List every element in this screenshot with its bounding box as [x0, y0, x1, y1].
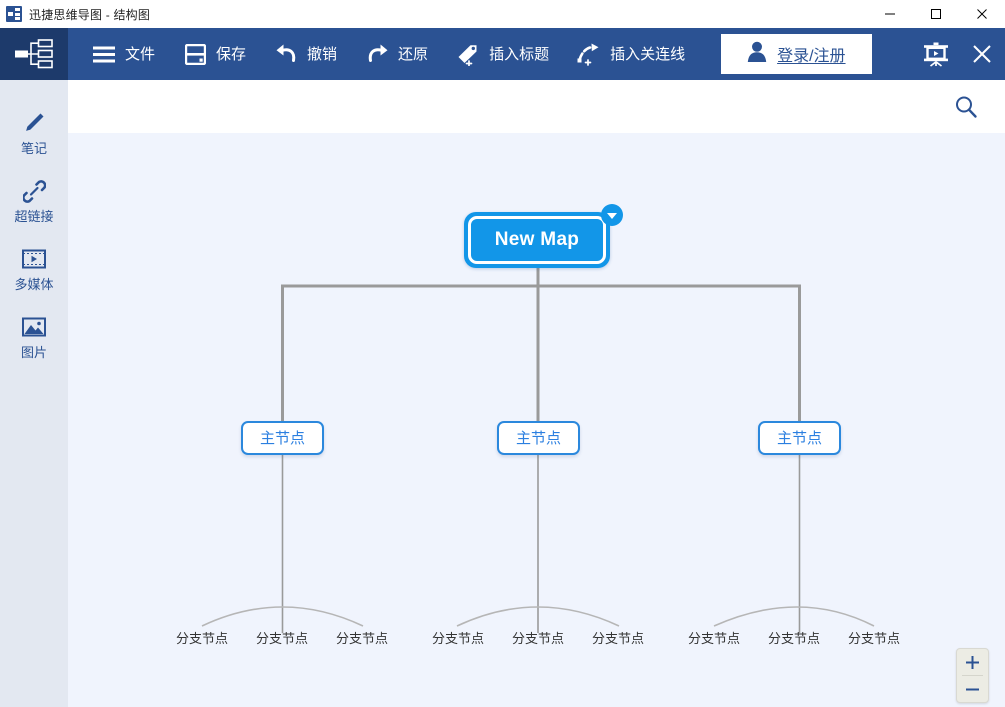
mindmap-branch-node[interactable]: 分支节点 [175, 631, 229, 646]
toolbar-right-actions [913, 28, 1005, 80]
zoom-out-button[interactable] [957, 676, 988, 702]
toolbar-item-file[interactable]: 文件 [78, 28, 169, 80]
plus-icon [966, 655, 979, 669]
sidebar-label-hyperlink: 超链接 [14, 209, 54, 224]
sidebar-label-note: 笔记 [20, 141, 47, 156]
toolbar-item-insert-relation[interactable]: 插入关连线 [563, 28, 699, 80]
search-button[interactable] [946, 87, 986, 127]
mindmap-main-node-3[interactable]: 主节点 [758, 421, 841, 455]
toolbar-label-redo: 还原 [398, 45, 429, 63]
zoom-divider [962, 675, 983, 676]
film-play-icon [21, 247, 47, 271]
left-sidebar: 笔记 超链接 多媒体 [0, 80, 68, 707]
picture-image-icon [21, 315, 47, 339]
toolbar-item-redo[interactable]: 还原 [351, 28, 442, 80]
toolbar-label-insert-title: 插入标题 [489, 45, 550, 63]
close-button[interactable] [959, 0, 1005, 28]
toolbar-label-file: 文件 [125, 45, 156, 63]
mindmap-logo-icon [15, 39, 53, 69]
undo-arrow-icon [274, 42, 298, 66]
redo-arrow-icon [365, 42, 389, 66]
window-controls [867, 0, 1005, 28]
close-icon [977, 9, 987, 19]
toolbar-label-insert-relation: 插入关连线 [610, 45, 686, 63]
zoom-control [956, 648, 989, 703]
mindmap-root-node[interactable]: New Map [464, 212, 610, 268]
presentation-button[interactable] [913, 28, 959, 80]
save-floppy-icon [183, 42, 207, 66]
maximize-button[interactable] [913, 0, 959, 28]
toolbar-item-insert-title[interactable]: 插入标题 [442, 28, 563, 80]
tag-plus-icon [456, 42, 480, 66]
collapse-caret-down-icon [607, 212, 617, 219]
sidebar-item-multimedia[interactable]: 多媒体 [0, 236, 68, 304]
maximize-icon [931, 9, 941, 19]
minus-icon [966, 688, 979, 690]
toolbar-label-save: 保存 [216, 45, 247, 63]
main-node-label: 主节点 [515, 429, 561, 447]
mindmap-branch-node[interactable]: 分支节点 [767, 631, 821, 646]
hamburger-menu-icon [92, 42, 116, 66]
mindmap-canvas[interactable]: New Map 主节点 主节点 主节点 分支节点 分支节点 分支节点 分支节点 … [68, 133, 1005, 707]
sidebar-label-multimedia: 多媒体 [14, 277, 54, 292]
root-node-label: New Map [494, 229, 580, 250]
relation-line-plus-icon [577, 42, 601, 66]
mindmap-branch-node[interactable]: 分支节点 [847, 631, 901, 646]
hyperlink-chain-icon [21, 179, 47, 203]
user-person-icon [747, 41, 767, 67]
mindmap-branch-node[interactable]: 分支节点 [687, 631, 741, 646]
login-register-button[interactable]: 登录/注册 [721, 34, 872, 74]
pencil-icon [21, 111, 47, 135]
login-register-label: 登录/注册 [777, 48, 846, 65]
toolbar-close-button[interactable] [959, 28, 1005, 80]
sidebar-item-note[interactable]: 笔记 [0, 100, 68, 168]
mindmap-main-node-1[interactable]: 主节点 [241, 421, 324, 455]
minimize-button[interactable] [867, 0, 913, 28]
mindmap-main-node-2[interactable]: 主节点 [497, 421, 580, 455]
toolbar-label-undo: 撤销 [307, 45, 338, 63]
sidebar-item-hyperlink[interactable]: 超链接 [0, 168, 68, 236]
title-bar: 迅捷思维导图 - 结构图 [0, 0, 1005, 29]
presentation-play-icon [924, 42, 948, 67]
mindmap-branch-node[interactable]: 分支节点 [335, 631, 389, 646]
root-node-inner: New Map [468, 216, 606, 264]
window-title: 迅捷思维导图 - 结构图 [29, 7, 151, 22]
toolbar-item-save[interactable]: 保存 [169, 28, 260, 80]
mindmap-branch-node[interactable]: 分支节点 [591, 631, 645, 646]
sidebar-item-image[interactable]: 图片 [0, 304, 68, 372]
mindmap-logo-icon [6, 6, 22, 22]
zoom-in-button[interactable] [957, 649, 988, 675]
mindmap-branch-node[interactable]: 分支节点 [431, 631, 485, 646]
root-collapse-badge[interactable] [601, 204, 623, 226]
search-bar [68, 80, 1005, 133]
minimize-icon [885, 13, 895, 15]
main-node-label: 主节点 [776, 429, 822, 447]
toolbar-item-undo[interactable]: 撤销 [260, 28, 351, 80]
mindmap-connectors [201, 268, 875, 633]
sidebar-label-image: 图片 [20, 345, 47, 360]
main-toolbar: 文件 保存 撤销 [0, 28, 1005, 80]
main-node-label: 主节点 [259, 429, 305, 447]
mindmap-branch-node[interactable]: 分支节点 [255, 631, 309, 646]
close-x-icon [973, 45, 991, 63]
search-magnifier-icon [956, 96, 977, 118]
mindmap-branch-node[interactable]: 分支节点 [511, 631, 565, 646]
app-logo [0, 28, 68, 80]
